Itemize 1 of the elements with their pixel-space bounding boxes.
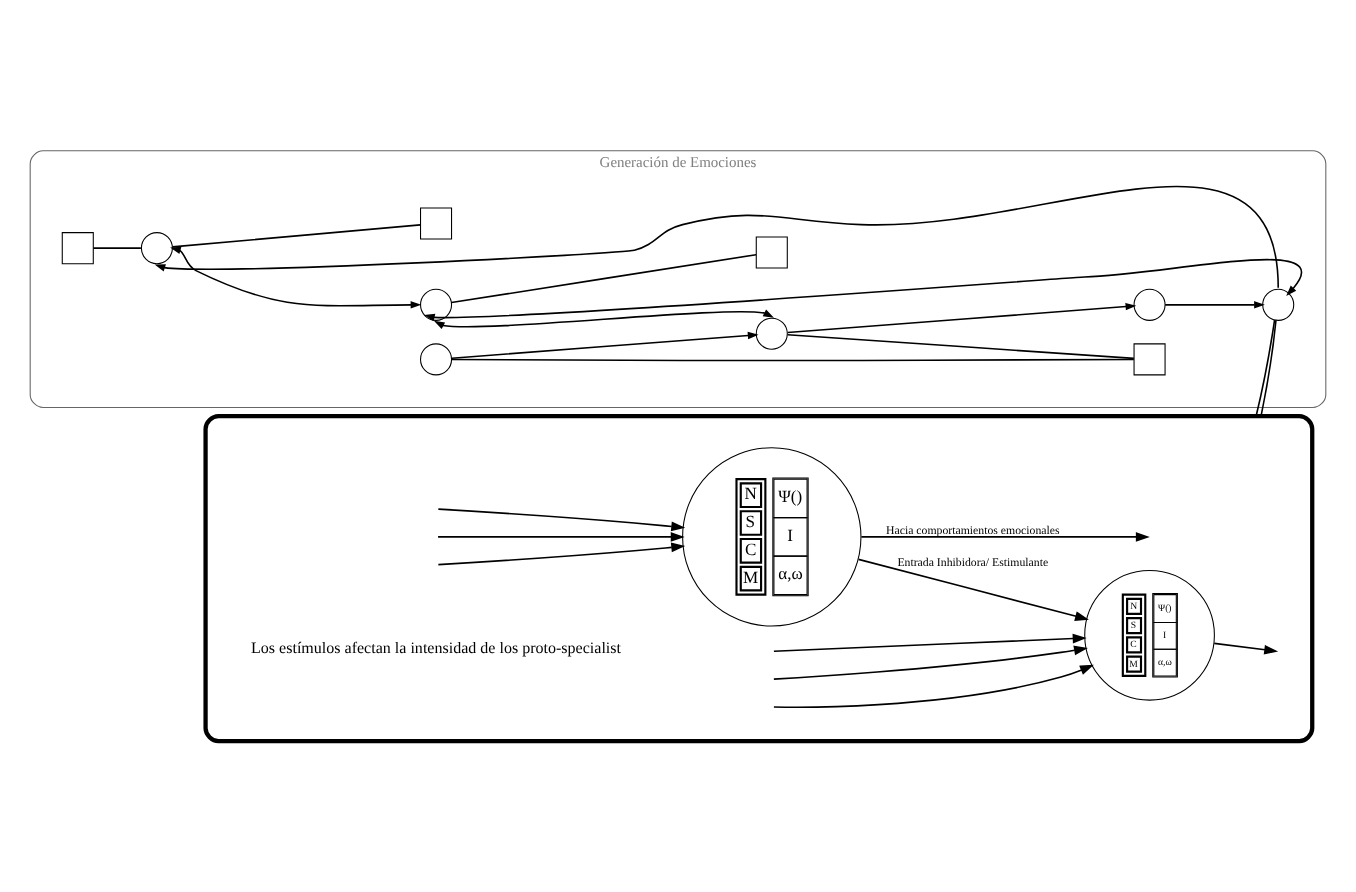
label: Los estímulos afectan la intensidad de los proto-specialist — [251, 638, 622, 657]
